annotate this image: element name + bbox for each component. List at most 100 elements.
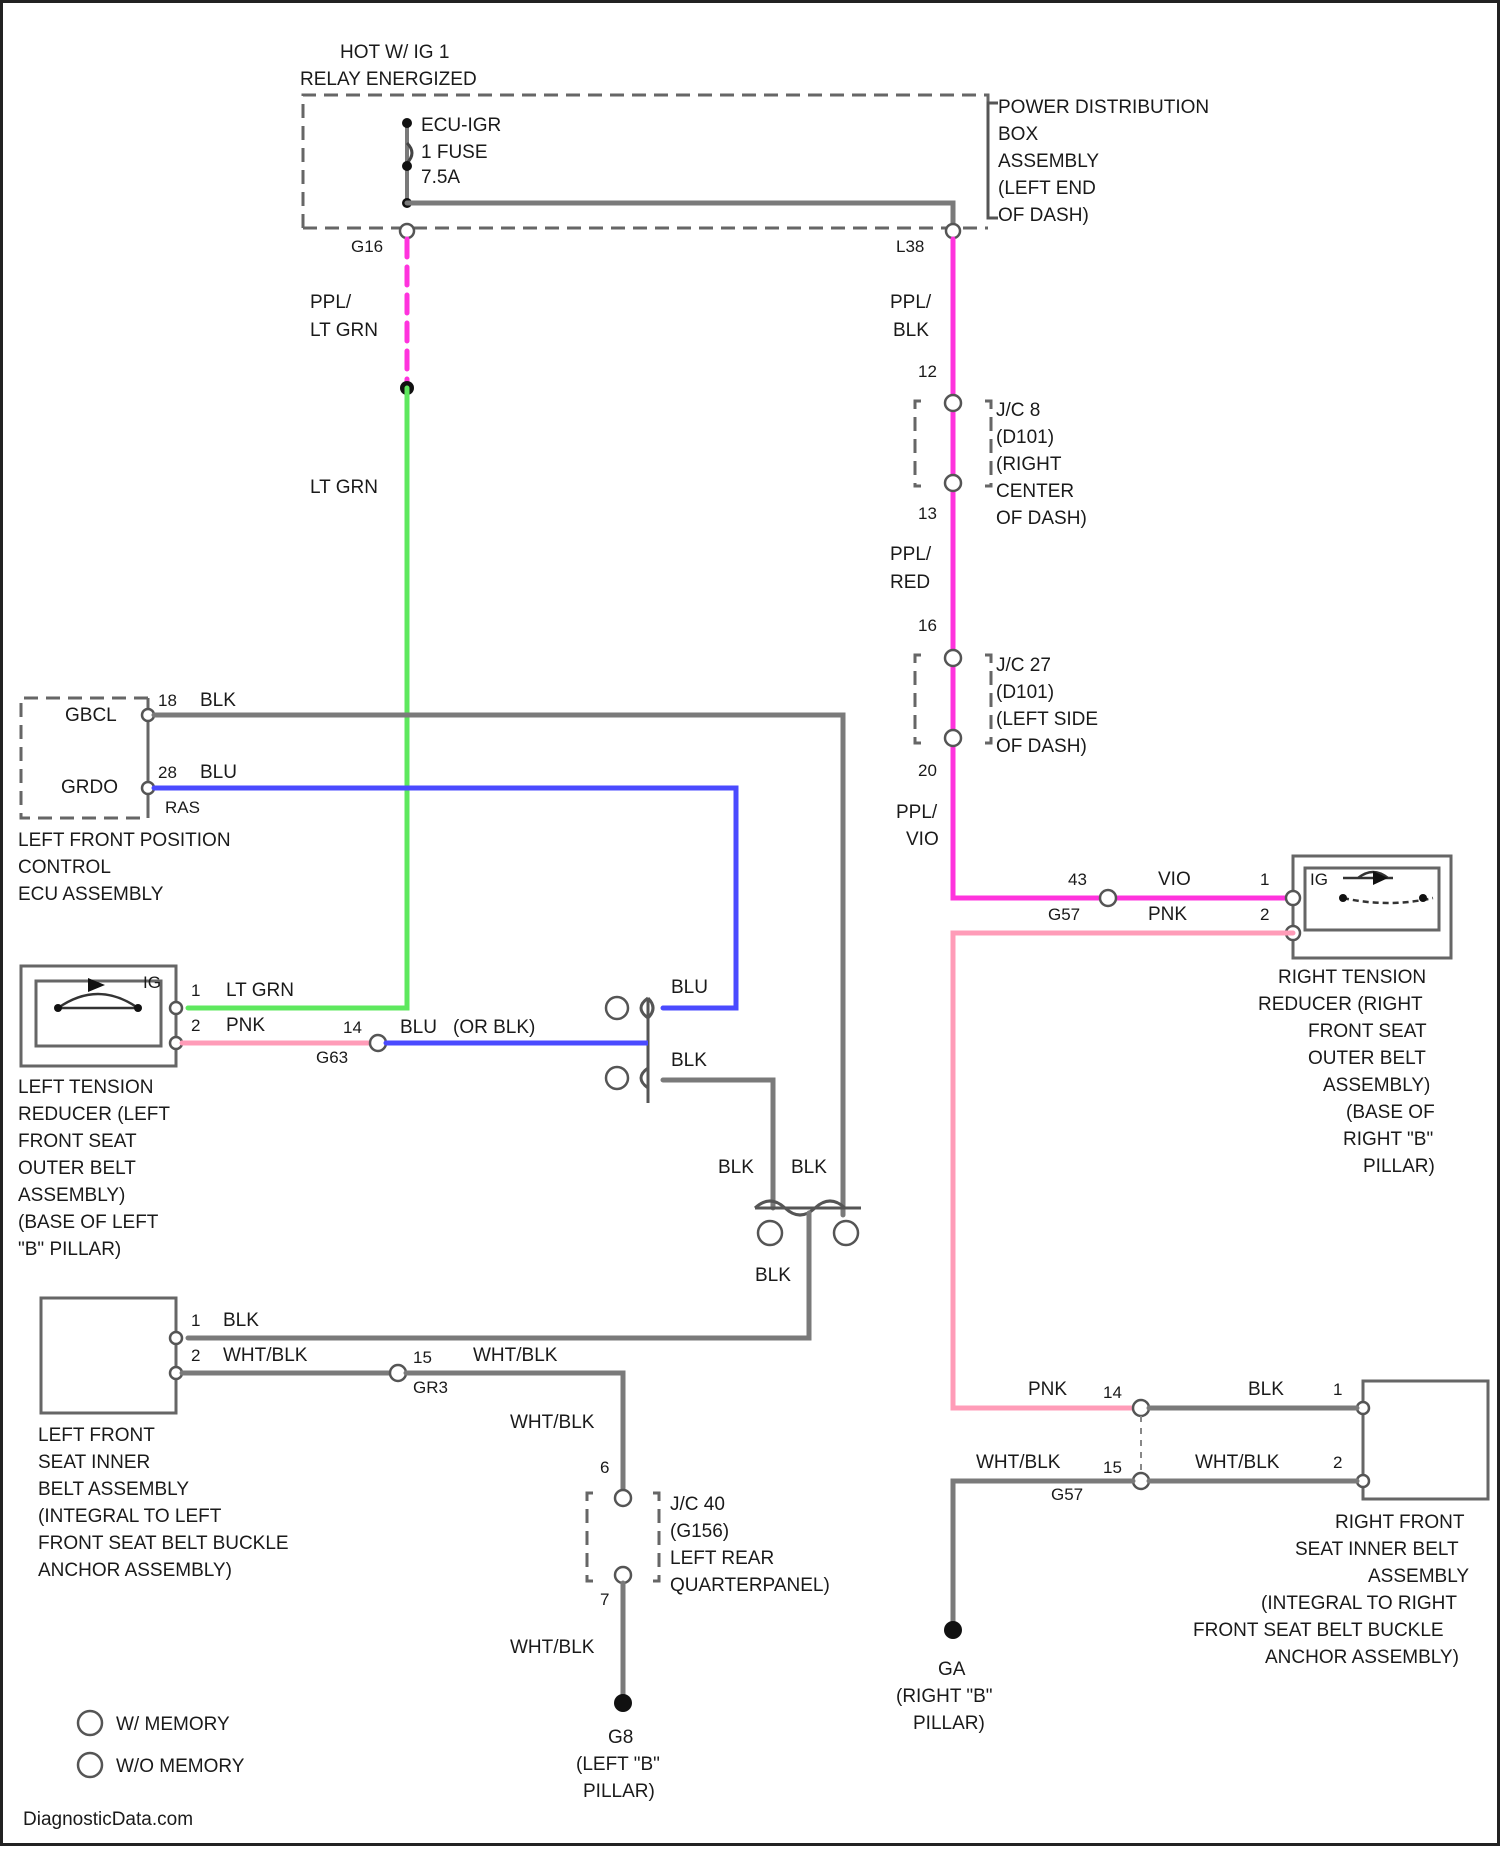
- rt-label-4: ASSEMBLY): [1323, 1075, 1430, 1096]
- ecu-wire-blu: BLU: [200, 762, 237, 783]
- rt-label-3: OUTER BELT: [1308, 1048, 1426, 1069]
- ecu-sig-grdo: GRDO: [61, 777, 118, 798]
- label-ppl-vio-1: PPL/: [896, 802, 938, 823]
- mid-blk-3: BLK: [791, 1157, 827, 1178]
- mid-blk: BLK: [671, 1050, 707, 1071]
- jc8-label-1: (D101): [996, 427, 1054, 448]
- jc40-wire-in: WHT/BLK: [510, 1412, 595, 1433]
- jc8-box: [915, 401, 921, 486]
- ecu-label-0: LEFT FRONT POSITION: [18, 830, 231, 851]
- lt-wire-or-blk: (OR BLK): [453, 1017, 535, 1038]
- label-lt-grn-2: LT GRN: [310, 477, 378, 498]
- conn-43: [1100, 890, 1116, 906]
- jc40-label-0: J/C 40: [670, 1494, 725, 1515]
- jc27-label-0: J/C 27: [996, 655, 1051, 676]
- jc27-pin-bot: [945, 730, 961, 746]
- right-front-seat-inner-belt: [1363, 1381, 1488, 1499]
- label-ppl-1: PPL/: [310, 292, 352, 313]
- jc27-label-1: (D101): [996, 682, 1054, 703]
- jc27-box: [915, 655, 921, 743]
- li-label-1: SEAT INNER: [38, 1452, 150, 1473]
- li-label-0: LEFT FRONT: [38, 1425, 155, 1446]
- option-marker-1: [606, 997, 628, 1019]
- pdb-label-2: ASSEMBLY: [998, 151, 1099, 172]
- li-label-5: ANCHOR ASSEMBLY): [38, 1560, 232, 1581]
- jc27-pin-20: 20: [918, 761, 937, 780]
- lt-conn-pin-14: 14: [343, 1018, 362, 1037]
- jc27-label-3: OF DASH): [996, 736, 1087, 757]
- label-ppl-blk-2: BLK: [893, 320, 929, 341]
- ri-pin-2: 2: [1333, 1453, 1342, 1472]
- ground-ga-dot: [944, 1621, 962, 1639]
- fuse-name: ECU-IGR: [421, 115, 501, 136]
- li-conn-gr3: GR3: [413, 1378, 448, 1397]
- pin-g16: G16: [351, 237, 383, 256]
- jc40-label-2: LEFT REAR: [670, 1548, 774, 1569]
- rt-label-1: REDUCER (RIGHT: [1258, 994, 1423, 1015]
- li-label-4: FRONT SEAT BELT BUCKLE: [38, 1533, 289, 1554]
- label-ppl-red-2: RED: [890, 572, 930, 593]
- ecu-pin-18: 18: [158, 691, 177, 710]
- jc40-box: [587, 1493, 593, 1581]
- ri-pin-15: 15: [1103, 1458, 1122, 1477]
- legend-with-memory: W/ MEMORY: [116, 1714, 230, 1735]
- rt-inner-ig: IG: [1310, 870, 1328, 889]
- lt-label-3: OUTER BELT: [18, 1158, 136, 1179]
- ri-pin-1: 1: [1333, 1380, 1342, 1399]
- wire-ppl-right: [953, 239, 1103, 898]
- label-ppl-red-1: PPL/: [890, 544, 932, 565]
- label-pnk-right: PNK: [1148, 904, 1187, 925]
- fuse-rating: 7.5A: [421, 167, 460, 188]
- wire-blu-ecu: [154, 788, 736, 1008]
- rt-label-5: (BASE OF: [1346, 1102, 1435, 1123]
- ri-label-2: ASSEMBLY: [1368, 1566, 1469, 1587]
- conn-l38: [946, 224, 960, 238]
- lt-label-1: REDUCER (LEFT: [18, 1104, 170, 1125]
- rt-label-7: PILLAR): [1363, 1156, 1435, 1177]
- ri-wire-blk: BLK: [1248, 1379, 1284, 1400]
- ri-label-1: SEAT INNER BELT: [1295, 1539, 1459, 1560]
- fuse-dot-top: [402, 118, 412, 128]
- li-label-3: (INTEGRAL TO LEFT: [38, 1506, 222, 1527]
- legend-without-memory: W/O MEMORY: [116, 1756, 245, 1777]
- diagram-canvas: HOT W/ IG 1 RELAY ENERGIZED ECU-IGR 1 FU…: [3, 3, 1500, 1849]
- fuse-dot-mid: [402, 161, 412, 171]
- legend-marker-b: [78, 1753, 102, 1777]
- ground-ga-id: GA: [938, 1659, 966, 1680]
- lt-label-2: FRONT SEAT: [18, 1131, 137, 1152]
- power-title-2: RELAY ENERGIZED: [300, 69, 477, 90]
- ri-label-3: (INTEGRAL TO RIGHT: [1261, 1593, 1457, 1614]
- lt-label-0: LEFT TENSION: [18, 1077, 154, 1098]
- jc40-wire-out: WHT/BLK: [510, 1637, 595, 1658]
- lt-conn-g63: G63: [316, 1048, 348, 1067]
- lt-pin-1: 1: [191, 981, 200, 1000]
- option-marker-2: [606, 1067, 628, 1089]
- ri-label-0: RIGHT FRONT: [1335, 1512, 1465, 1533]
- pdb-label-3: (LEFT END: [998, 178, 1096, 199]
- ground-g8-dot: [614, 1694, 632, 1712]
- ri-pin-14: 14: [1103, 1383, 1122, 1402]
- rt-pin-2: 2: [1260, 905, 1269, 924]
- ri-wire-whtblk-2: WHT/BLK: [1195, 1452, 1280, 1473]
- ground-ga-l2: PILLAR): [913, 1713, 985, 1734]
- lt-label-6: "B" PILLAR): [18, 1239, 121, 1260]
- jc8-pin-12: 12: [918, 362, 937, 381]
- wire-blk-mid: [663, 1080, 773, 1208]
- rt-label-6: RIGHT "B": [1343, 1129, 1433, 1150]
- pin-l38: L38: [896, 237, 924, 256]
- ground-g8-l1: (LEFT "B": [576, 1754, 660, 1775]
- pdb-label-1: BOX: [998, 124, 1038, 145]
- jc40-label-3: QUARTERPANEL): [670, 1575, 830, 1596]
- option-marker-3: [758, 1221, 782, 1245]
- ecu-alt-ras: RAS: [165, 798, 200, 817]
- mid-blk-4: BLK: [755, 1265, 791, 1286]
- jc8-label-2: (RIGHT: [996, 454, 1062, 475]
- jc8-label-4: OF DASH): [996, 508, 1087, 529]
- jc8-pin-13: 13: [918, 504, 937, 523]
- ri-label-4: FRONT SEAT BELT BUCKLE: [1193, 1620, 1444, 1641]
- li-conn-pin-15: 15: [413, 1348, 432, 1367]
- ground-g8-id: G8: [608, 1727, 633, 1748]
- pdb-label-4: OF DASH): [998, 205, 1089, 226]
- power-title-1: HOT W/ IG 1: [340, 42, 449, 63]
- rt-pin-1: 1: [1260, 870, 1269, 889]
